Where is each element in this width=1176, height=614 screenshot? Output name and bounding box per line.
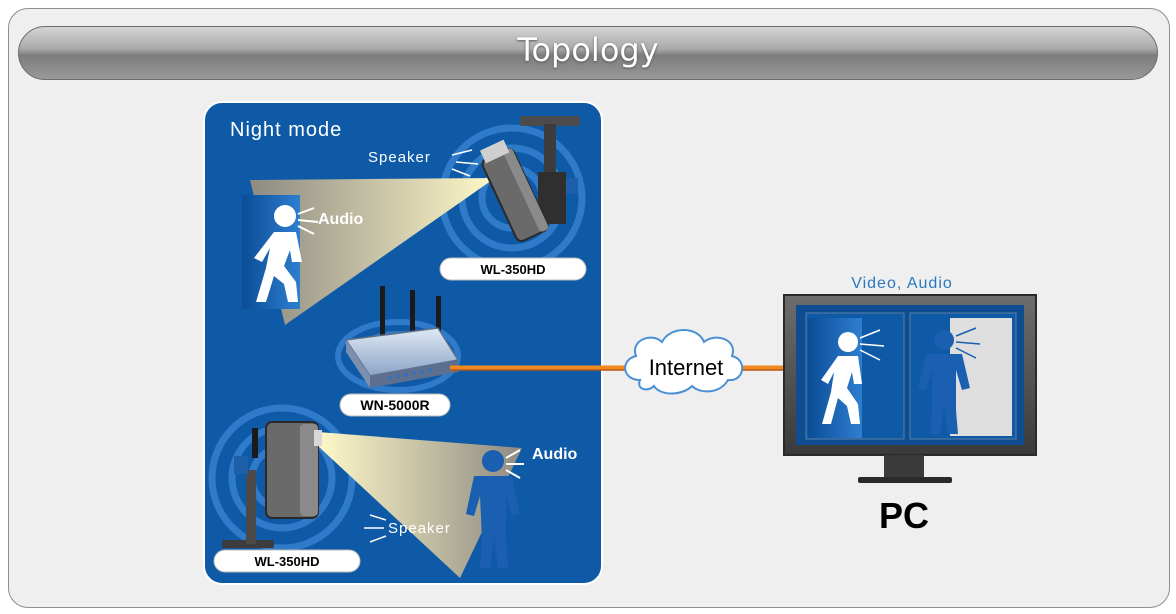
bottom-camera-icon (222, 421, 322, 548)
top-audio-waves-icon (297, 207, 319, 235)
monitor-right-audio-waves-icon (955, 327, 981, 359)
top-camera-icon (479, 116, 580, 242)
bottom-speaker-waves-icon (364, 514, 387, 543)
top-camera-model-label: WL-350HD (480, 262, 545, 277)
top-speaker-waves-icon (451, 149, 479, 177)
cloud-icon (624, 329, 743, 395)
bottom-audio-waves-icon (505, 449, 524, 479)
router-icon (344, 286, 460, 388)
bottom-camera-model-label: WL-350HD (254, 554, 319, 569)
bottom-camera-light-beam (318, 432, 522, 578)
standing-person-icon (466, 450, 520, 568)
monitor-caption: Video, Audio (851, 275, 953, 292)
top-speaker-label: Speaker (368, 149, 431, 166)
bottom-speaker-label: Speaker (388, 520, 451, 537)
page-title: Topology (517, 31, 659, 69)
internet-cable (450, 365, 786, 371)
pc-label: PC (879, 495, 929, 536)
bottom-camera-model-badge (213, 549, 361, 573)
monitor-left-audio-waves-icon (859, 329, 885, 361)
router-model-badge (339, 393, 451, 417)
title-bar (18, 26, 1158, 80)
walking-person-icon (254, 205, 302, 302)
monitor-standing-person-icon (918, 330, 970, 434)
monitor-walking-person-icon (821, 332, 862, 424)
top-audio-label: Audio (318, 211, 364, 228)
bottom-audio-label: Audio (532, 446, 578, 463)
night-mode-label: Night mode (230, 119, 342, 141)
top-camera-model-badge (439, 257, 587, 281)
internet-label: Internet (649, 355, 724, 380)
router-model-label: WN-5000R (360, 397, 429, 413)
monitor-icon (783, 294, 1037, 483)
top-camera-light-beam (250, 178, 495, 325)
